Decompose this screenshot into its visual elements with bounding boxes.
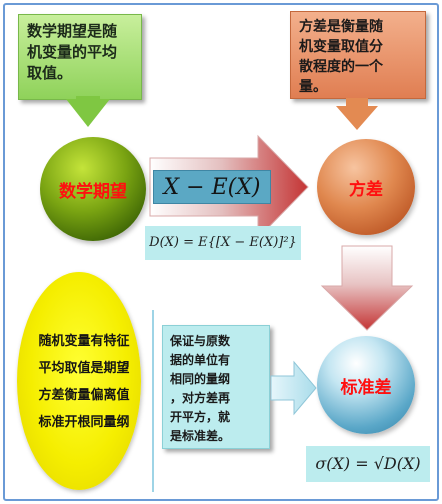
callout-arrow-stem — [346, 98, 368, 108]
callout-line: 机变量取值分 — [299, 39, 383, 55]
summary-line: 标准开根同量纲 — [38, 415, 130, 430]
callout-arrow-down — [66, 99, 110, 127]
deviation-formula: X − E(X) — [153, 170, 271, 204]
summary-ellipse — [17, 272, 141, 490]
callout-line: 方差是衡量随 — [299, 19, 383, 35]
std-formula: σ(X) = √D(X) — [306, 446, 430, 482]
node-label: 方差 — [349, 179, 383, 200]
summary-line: 随机变量有特征 — [38, 334, 130, 349]
arrow-right-small-icon — [270, 360, 317, 416]
expectation-callout: 数学期望是随 机变量的平均 取值。 — [18, 14, 142, 100]
callout-line: 取值。 — [27, 64, 73, 82]
note-line: 据的单位有 — [170, 353, 231, 367]
callout-line: 散程度的一个 — [299, 59, 383, 75]
summary-text: 随机变量有特征 平均取值是期望 方差衡量偏离值 标准开根同量纲 — [26, 328, 142, 436]
note-line: 开平方，就 — [170, 410, 231, 424]
callout-arrow-down — [336, 106, 378, 130]
divider-line — [152, 310, 154, 492]
variance-callout: 方差是衡量随 机变量取值分 散程度的一个 量。 — [290, 11, 426, 99]
node-label: 标准差 — [340, 377, 392, 398]
note-line: 保证与原数 — [170, 334, 231, 348]
variance-node: 方差 — [317, 139, 415, 235]
variance-formula: D(X) = E{[X − E(X)]²} — [145, 226, 301, 260]
callout-line: 机变量的平均 — [27, 43, 118, 61]
expectation-node: 数学期望 — [40, 137, 146, 241]
callout-line: 数学期望是随 — [27, 22, 118, 40]
note-line: 是标准差。 — [170, 429, 231, 443]
note-line: ，对方差再 — [170, 391, 231, 405]
note-line: 相同的量纲 — [170, 372, 231, 386]
std-note-box: 保证与原数 据的单位有 相同的量纲 ，对方差再 开平方，就 是标准差。 — [162, 325, 270, 449]
std-node: 标准差 — [317, 336, 415, 434]
summary-line: 平均取值是期望 — [38, 361, 130, 376]
callout-line: 量。 — [299, 79, 327, 95]
node-label: 数学期望 — [59, 181, 127, 202]
summary-line: 方差衡量偏离值 — [38, 388, 130, 403]
arrow-down-icon — [320, 245, 414, 331]
